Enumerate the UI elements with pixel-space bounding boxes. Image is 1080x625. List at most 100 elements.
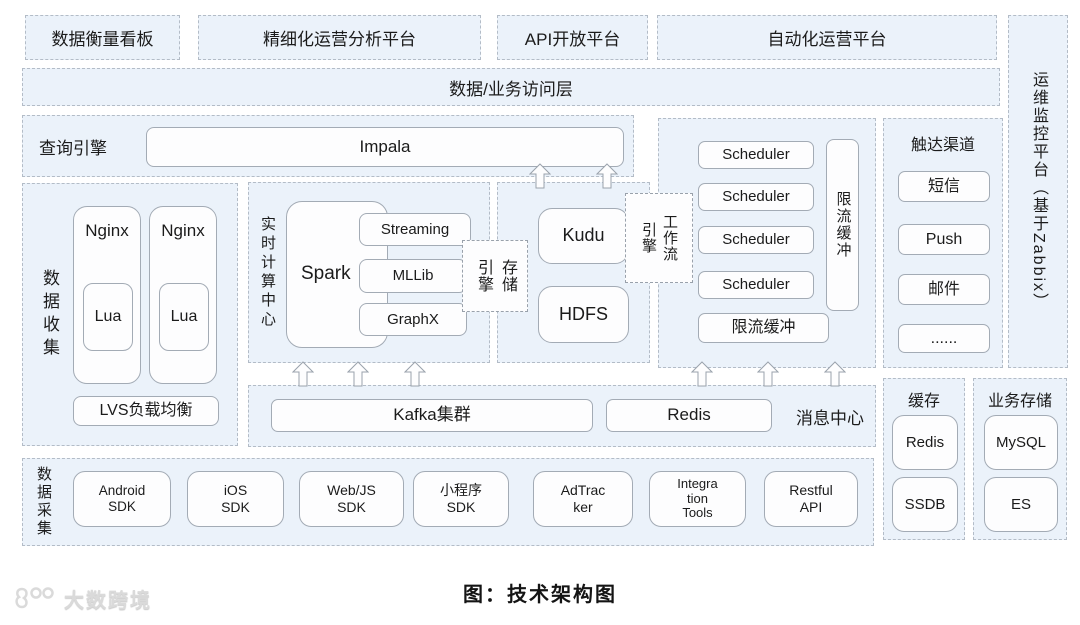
redis-mq-label: Redis	[667, 405, 711, 425]
ios-sdk-box: iOS SDK	[187, 471, 284, 527]
top-box-label: API开放平台	[524, 30, 621, 49]
ops-monitor-bar: 运维监控平台（基于Zabbix）	[1008, 15, 1068, 368]
nginx-box-2: Nginx Lua	[149, 206, 217, 384]
query-engine-section: 查询引擎 Impala	[22, 115, 634, 177]
watermark: 大数跨境	[14, 584, 152, 613]
impala-box: Impala	[146, 127, 624, 167]
nginx-label: Nginx	[161, 221, 205, 240]
mysql-box: MySQL	[984, 415, 1058, 470]
data-collection-section: 数据收集 Nginx Lua Nginx Lua LVS负载均衡	[22, 183, 238, 446]
throttle-buffer-vertical-box: 限流缓冲	[826, 139, 859, 311]
workflow-engine-label: 工作流 引擎	[640, 214, 678, 262]
workflow-engine-box: 工作流 引擎	[625, 193, 693, 283]
query-engine-label: 查询引擎	[39, 138, 107, 158]
top-box-ops-analysis-platform: 精细化运营分析平台	[198, 15, 481, 60]
spark-mllib-box: MLLib	[359, 259, 467, 293]
lua-box-2: Lua	[159, 283, 209, 351]
scheduler-box-4: Scheduler	[698, 271, 814, 299]
watermark-text: 大数跨境	[64, 590, 152, 612]
storage-engine-box: 存储 引擎	[462, 240, 528, 312]
reach-channels-label: 触达渠道	[910, 137, 975, 154]
lvs-box: LVS负载均衡	[73, 396, 219, 426]
mllib-label: MLLib	[392, 267, 434, 284]
data-acquisition-section: 数据采集 Android SDK iOS SDK Web/JS SDK 小程序 …	[22, 458, 874, 546]
more-channels-box: ......	[898, 324, 990, 353]
cache-ssdb-label: SSDB	[904, 495, 946, 513]
streaming-label: Streaming	[380, 220, 450, 238]
up-arrow-icon	[691, 361, 713, 387]
lvs-label: LVS负载均衡	[99, 402, 193, 420]
top-box-api-platform: API开放平台	[497, 15, 648, 60]
kafka-label: Kafka集群	[393, 405, 471, 425]
scheduler-label: Scheduler	[722, 231, 790, 248]
impala-label: Impala	[359, 136, 411, 156]
redis-mq-box: Redis	[606, 399, 772, 432]
push-label: Push	[925, 230, 963, 248]
scheduler-label: Scheduler	[722, 188, 790, 205]
top-box-label: 自动化运营平台	[767, 30, 887, 49]
up-arrow-icon	[404, 361, 426, 387]
kudu-box: Kudu	[538, 208, 629, 264]
android-sdk-label: Android SDK	[98, 482, 146, 514]
scheduler-box-3: Scheduler	[698, 226, 814, 254]
throttle-buffer-label: 限流缓冲	[731, 319, 796, 337]
cache-redis-label: Redis	[905, 433, 945, 451]
adtracker-label: AdTrac ker	[560, 482, 606, 515]
kafka-box: Kafka集群	[271, 399, 593, 432]
lua-label: Lua	[94, 308, 122, 326]
kudu-hdfs-section: Kudu HDFS	[497, 182, 650, 363]
up-arrow-icon	[292, 361, 314, 387]
webjs-sdk-box: Web/JS SDK	[299, 471, 404, 527]
miniprogram-sdk-label: 小程序 SDK	[440, 482, 482, 515]
more-channels-label: ......	[930, 329, 958, 347]
kudu-label: Kudu	[562, 225, 605, 246]
es-label: ES	[1010, 495, 1031, 513]
scheduler-label: Scheduler	[722, 276, 790, 293]
up-arrow-icon	[824, 361, 846, 387]
lua-box-1: Lua	[83, 283, 133, 351]
sms-label: 短信	[927, 177, 960, 195]
access-layer-label: 数据/业务访问层	[449, 79, 573, 99]
scheduler-label: Scheduler	[722, 146, 790, 163]
restful-api-box: Restful API	[764, 471, 858, 527]
integration-tools-label: Integra tion Tools	[677, 475, 718, 521]
biz-storage-label: 业务存储	[987, 393, 1052, 410]
miniprogram-sdk-box: 小程序 SDK	[413, 471, 509, 527]
top-box-label: 数据衡量看板	[51, 30, 154, 49]
reach-channels-section: 触达渠道 短信 Push 邮件 ......	[883, 118, 1003, 368]
access-layer: 数据/业务访问层	[22, 68, 1000, 106]
cache-section: 缓存 Redis SSDB	[883, 378, 965, 540]
data-acquisition-label: 数据采集	[35, 466, 52, 538]
up-arrow-icon	[347, 361, 369, 387]
top-box-automation-platform: 自动化运营平台	[657, 15, 997, 60]
diagram-caption: 图：技术架构图	[463, 584, 617, 606]
realtime-compute-section: 实时计算中心 Spark Streaming MLLib GraphX	[248, 182, 490, 363]
storage-engine-label: 存储 引擎	[475, 259, 516, 293]
hdfs-label: HDFS	[559, 303, 608, 324]
spark-label: Spark	[301, 263, 351, 285]
throttle-buffer-horizontal-box: 限流缓冲	[698, 313, 829, 343]
cache-label: 缓存	[907, 393, 940, 410]
mysql-label: MySQL	[995, 433, 1046, 451]
throttle-buffer-label: 限流缓冲	[834, 191, 852, 259]
integration-tools-box: Integra tion Tools	[649, 471, 746, 527]
webjs-sdk-label: Web/JS SDK	[327, 482, 376, 515]
es-box: ES	[984, 477, 1058, 532]
email-box: 邮件	[898, 274, 990, 305]
ops-monitor-label: 运维监控平台（基于Zabbix）	[1030, 71, 1047, 312]
top-box-label: 精细化运营分析平台	[263, 30, 416, 49]
data-collection-label: 数据收集	[40, 268, 59, 361]
scheduler-box-1: Scheduler	[698, 141, 814, 169]
adtracker-box: AdTrac ker	[533, 471, 633, 527]
biz-storage-section: 业务存储 MySQL ES	[973, 378, 1067, 540]
realtime-compute-label: 实时计算中心	[259, 215, 276, 330]
nginx-box-1: Nginx Lua	[73, 206, 141, 384]
scheduler-box-2: Scheduler	[698, 183, 814, 211]
ios-sdk-label: iOS SDK	[221, 482, 250, 515]
top-box-data-dashboard: 数据衡量看板	[25, 15, 180, 60]
email-label: 邮件	[927, 280, 960, 298]
watermark-logo-icon	[15, 586, 54, 608]
up-arrow-icon	[757, 361, 779, 387]
message-center-section: Kafka集群 Redis 消息中心	[248, 385, 876, 447]
